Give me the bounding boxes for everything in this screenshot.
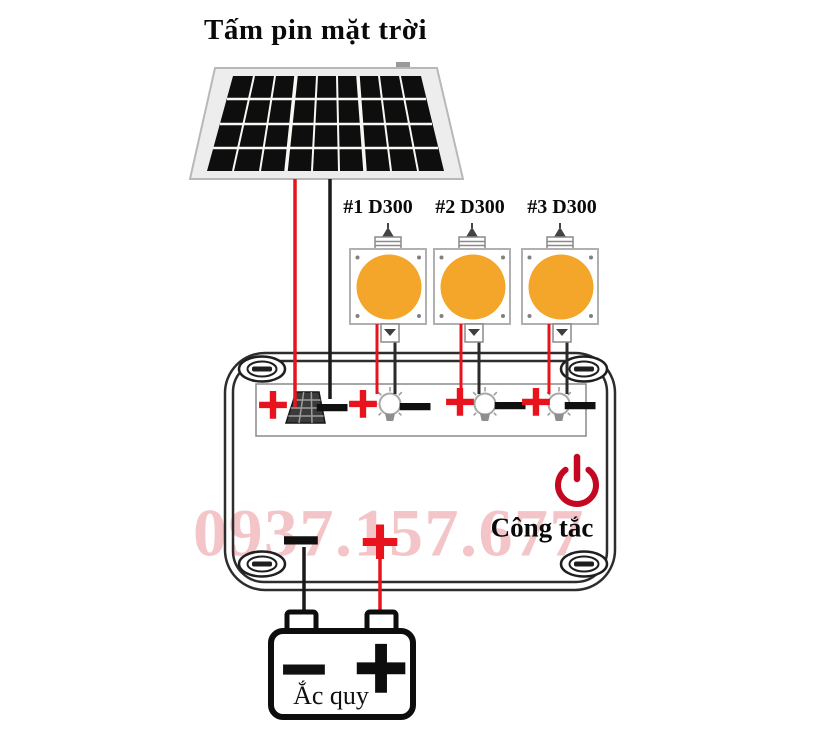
battery-icon (268, 609, 416, 720)
battery-minus-symbol: − (277, 631, 332, 704)
page-title: Tấm pin mặt trời (204, 14, 428, 46)
led-module-2 (433, 223, 511, 394)
panel-grid (213, 75, 438, 172)
led-cob-circle (440, 254, 506, 320)
battery-label: Ắc quy (293, 681, 369, 710)
controller-box (223, 351, 617, 592)
led3-minus-terminal: − (560, 377, 601, 431)
led-module-1 (349, 223, 427, 394)
solar-plus-terminal: + (255, 379, 292, 428)
led3-plus-terminal: + (518, 376, 555, 425)
bulb-icon (373, 387, 407, 421)
power-icon (555, 453, 599, 507)
corner-screw-icon (237, 550, 287, 578)
led-cob-circle (528, 254, 594, 320)
led-top-pin (466, 227, 478, 237)
bulb-icon (468, 387, 502, 421)
led-module-3 (521, 223, 599, 394)
led-top-pin (382, 227, 394, 237)
corner-screw-icon (237, 355, 287, 383)
led1-plus-terminal: + (345, 378, 382, 427)
led-label-1: #1 D300 (343, 196, 413, 218)
led-label-3: #3 D300 (527, 196, 597, 218)
corner-screw-icon (559, 355, 609, 383)
corner-screw-icon (559, 550, 609, 578)
solar-minus-terminal: − (312, 379, 353, 433)
led-cob-circle (356, 254, 422, 320)
led-top-pin (554, 227, 566, 237)
controller-battery-minus: − (279, 510, 323, 568)
led1-minus-terminal: − (395, 378, 436, 432)
led2-plus-terminal: + (442, 376, 479, 425)
led2-minus-terminal: − (490, 377, 531, 431)
panel-mount-clip (396, 62, 410, 70)
battery-plus-symbol: + (349, 624, 413, 708)
switch-label: Công tắc (490, 512, 594, 543)
led-label-2: #2 D300 (435, 196, 505, 218)
controller-battery-plus: + (357, 511, 403, 571)
bulb-icon (542, 387, 576, 421)
solar-panel (188, 62, 465, 180)
